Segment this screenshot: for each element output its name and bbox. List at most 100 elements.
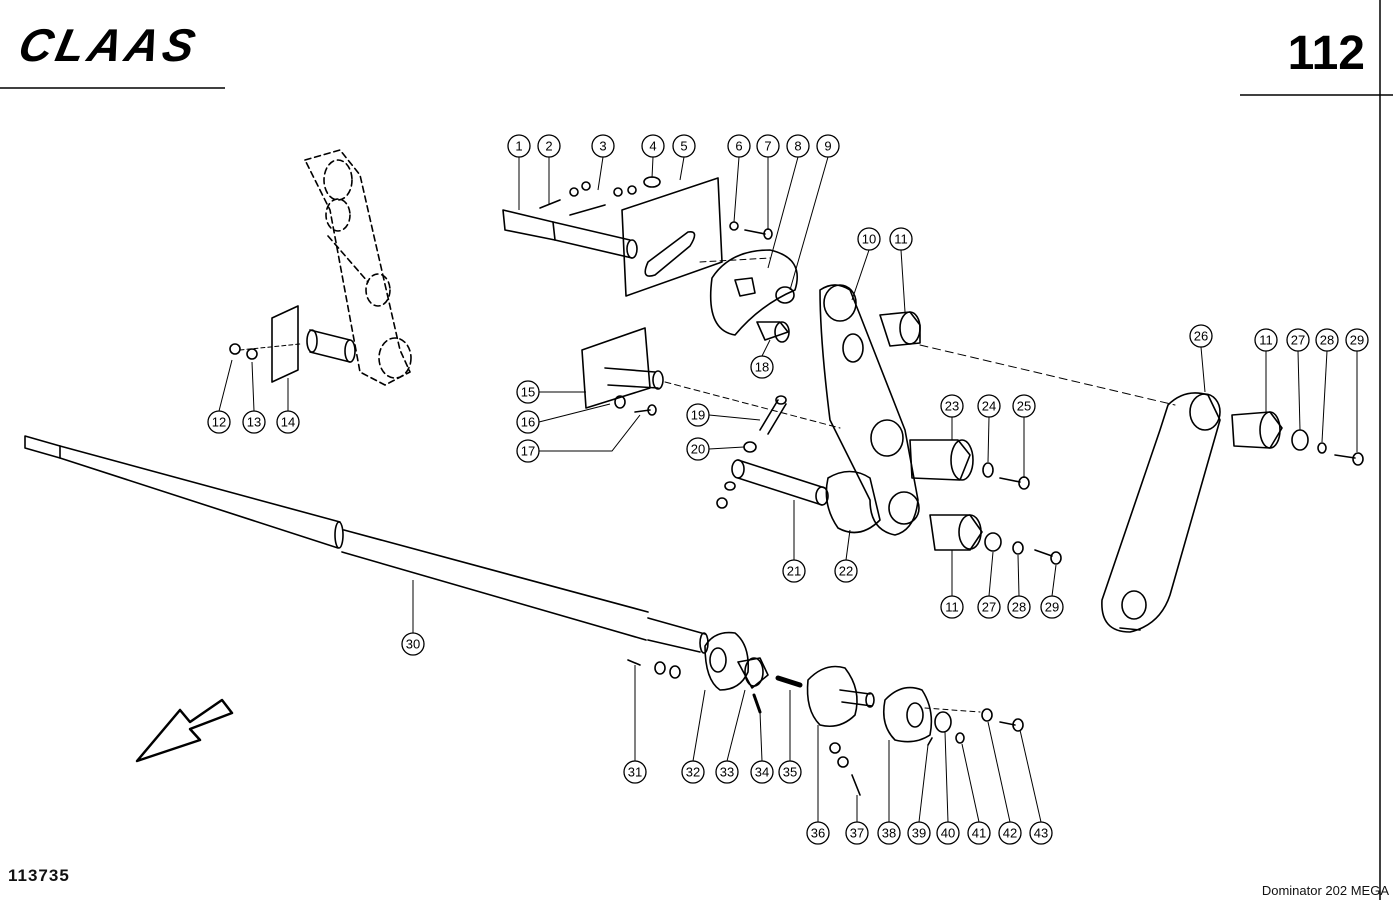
callout-number: 38 [882,826,896,841]
callout-circle [516,439,540,463]
callout-23: 23 [940,394,964,418]
callout-number: 27 [1291,333,1305,348]
callout-circle [516,380,540,404]
part-11-bushing-lower [929,514,983,551]
callout-number: 18 [755,360,769,375]
callout-2: 2 [537,134,561,158]
callout-circle [537,134,561,158]
callout-circle [907,821,931,845]
callout-number: 30 [406,637,420,652]
callout-17: 17 [516,439,540,463]
part-15-bracket [581,327,841,429]
callout-27: 27 [1286,328,1310,352]
callout-11: 11 [940,595,964,619]
callout-number: 32 [686,765,700,780]
callout-22: 22 [834,559,858,583]
part-11-bushing-upper [879,311,921,347]
callout-number: 15 [521,385,535,400]
part-26-swing-arm [919,344,1221,633]
part-18-bushing [756,321,790,343]
callout-circle [1029,821,1053,845]
callout-circle [1315,328,1339,352]
part-14-bracket [229,305,356,383]
part-30-shaft [24,435,709,654]
callout-20: 20 [686,437,710,461]
callout-number: 36 [811,826,825,841]
callout-circle [936,821,960,845]
callout-38: 38 [877,821,901,845]
callout-number: 29 [1350,333,1364,348]
callout-circle [715,760,739,784]
callout-circle [507,134,531,158]
callout-circle [1012,394,1036,418]
callout-5: 5 [672,134,696,158]
callout-number: 31 [628,765,642,780]
callout-30: 30 [401,632,425,656]
part-5-plate [621,177,771,297]
callout-circle [591,134,615,158]
callout-circle [750,355,774,379]
callout-number: 40 [941,826,955,841]
callout-19: 19 [686,403,710,427]
callout-4: 4 [641,134,665,158]
callout-circle [845,821,869,845]
callout-29: 29 [1345,328,1369,352]
part-19-bolt [759,395,787,435]
callout-42: 42 [998,821,1022,845]
callout-circle [782,559,806,583]
callout-number: 24 [982,399,996,414]
callout-circle [857,227,881,251]
callout-number: 5 [680,139,687,154]
callout-1: 1 [507,134,531,158]
callout-number: 2 [545,139,552,154]
callout-number: 11 [894,232,908,247]
callout-circle [207,410,231,434]
callout-number: 6 [735,139,742,154]
callout-number: 4 [649,139,656,154]
callout-28: 28 [1315,328,1339,352]
callout-14: 14 [276,410,300,434]
callout-number: 23 [945,399,959,414]
callout-circle [672,134,696,158]
callout-circle [641,134,665,158]
callout-12: 12 [207,410,231,434]
part-21-pin [716,459,829,509]
callout-circle [1007,595,1031,619]
callout-number: 28 [1320,333,1334,348]
callout-number: 9 [824,139,831,154]
callout-number: 37 [850,826,864,841]
callout-circle [756,134,780,158]
part-9-nut [775,286,795,304]
callout-number: 21 [787,564,801,579]
part-1-shaft-assembly [502,176,661,259]
callout-25: 25 [1012,394,1036,418]
callout-number: 19 [691,408,705,423]
callout-circle [1286,328,1310,352]
part-22-cam-plate [825,470,881,534]
page-number: 112 [1287,27,1365,80]
callout-27: 27 [977,595,1001,619]
callout-10: 10 [857,227,881,251]
callout-number: 20 [691,442,705,457]
callout-43: 43 [1029,821,1053,845]
callout-number: 41 [972,826,986,841]
callout-circle [998,821,1022,845]
callout-number: 42 [1003,826,1017,841]
callout-number: 13 [247,415,261,430]
callout-9: 9 [816,134,840,158]
callout-circle [1254,328,1278,352]
callout-number: 25 [1017,399,1031,414]
callout-18: 18 [750,355,774,379]
callout-circle [1345,328,1369,352]
callout-circle [816,134,840,158]
callout-number: 17 [521,444,535,459]
callout-37: 37 [845,821,869,845]
part-8-cam-plate [709,221,798,336]
callout-circle [1189,324,1213,348]
callout-11: 11 [889,227,913,251]
callout-number: 10 [862,232,876,247]
callout-16: 16 [516,410,540,434]
direction-arrow [135,698,234,763]
